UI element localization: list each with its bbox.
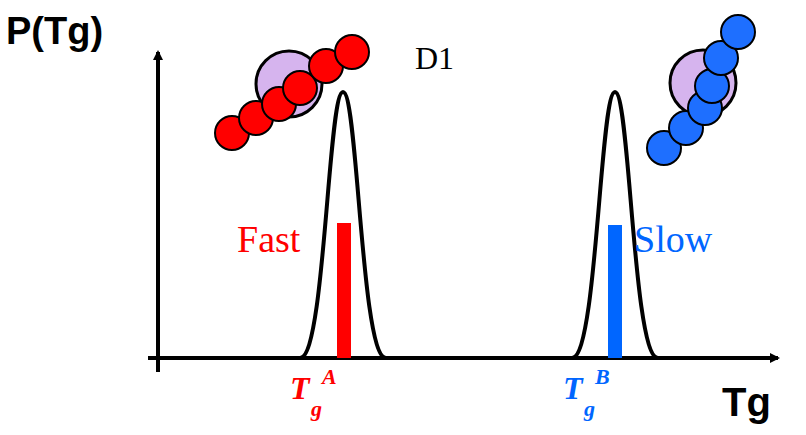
x-axis (148, 356, 778, 360)
axis-title: P(Tg) (6, 12, 103, 50)
tg-superscript: B (595, 366, 610, 388)
distribution-label: D1 (415, 42, 454, 74)
fast-chain (215, 35, 369, 150)
tg-subscript: g (584, 398, 595, 420)
y-axis (156, 52, 160, 372)
bar-slow (608, 225, 622, 358)
slow-chain (647, 15, 755, 165)
slow-label: Slow (634, 220, 712, 258)
fast-label: Fast (237, 220, 300, 258)
tg-superscript: A (322, 366, 337, 388)
tg-symbol: T (563, 372, 583, 404)
bar-fast (337, 223, 351, 358)
tg-symbol: T (290, 372, 310, 404)
peak-fast (300, 92, 386, 358)
tg-subscript: g (311, 398, 322, 420)
axis-title: Tg (722, 382, 771, 422)
